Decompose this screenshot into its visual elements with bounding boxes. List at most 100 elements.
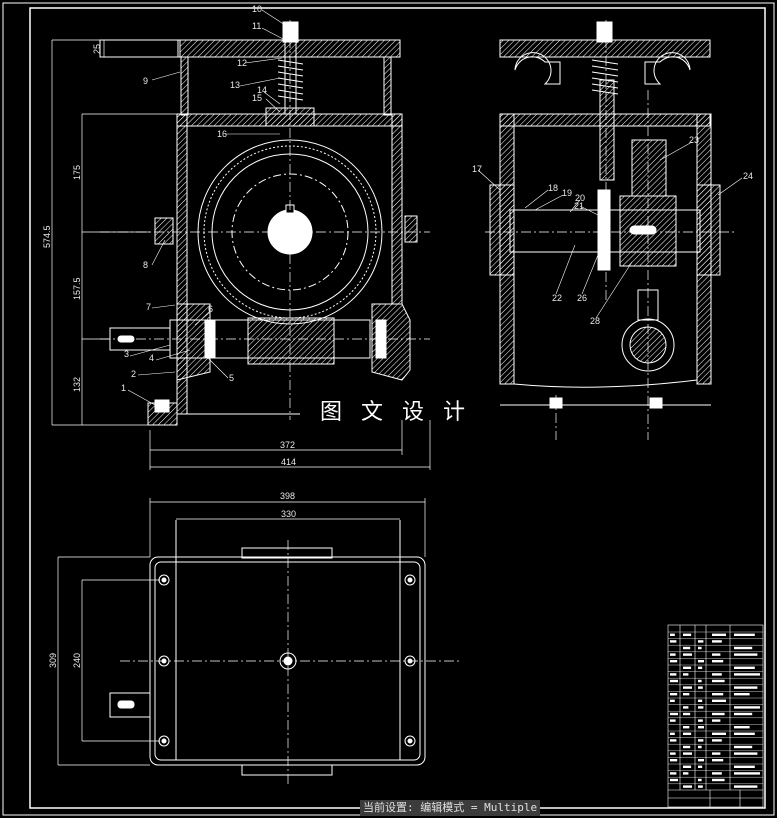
- title-block-entry: [734, 765, 755, 768]
- side-center-lines: [485, 20, 735, 440]
- dim-132: 132: [72, 377, 82, 392]
- title-block-entry: [712, 712, 725, 716]
- title-block-entry: [698, 778, 702, 782]
- dim-398: 398: [280, 491, 295, 501]
- title-block-entry: [698, 785, 703, 788]
- title-block-entry: [683, 693, 690, 696]
- title-block-entry: [670, 772, 677, 775]
- title-block-entry: [670, 719, 676, 722]
- title-block-entry: [712, 633, 726, 636]
- title-block-entry: [712, 719, 721, 722]
- title-block-entry: [712, 699, 726, 702]
- part-label-22: 22: [552, 293, 562, 303]
- part-label-11: 11: [252, 21, 261, 31]
- dim-25: 25: [92, 44, 102, 54]
- part-label-6: 6: [208, 304, 213, 314]
- part-label-14: 14: [257, 85, 267, 95]
- title-block-entry: [698, 719, 703, 722]
- title-block-entry: [670, 712, 678, 716]
- title-block-entry: [670, 778, 678, 782]
- title-block-entry: [734, 666, 755, 669]
- part-label-21: 21: [574, 201, 584, 211]
- dim-240: 240: [72, 653, 82, 668]
- title-block-entry: [683, 732, 692, 735]
- title-block-entry: [734, 646, 753, 650]
- title-block-entry: [670, 640, 677, 643]
- part-label-1: 1: [121, 383, 126, 393]
- title-block-entry: [734, 732, 755, 735]
- title-block-entry: [712, 660, 724, 663]
- title-block-entry: [670, 660, 678, 663]
- title-block-entry: [712, 759, 724, 762]
- title-block-entry: [670, 673, 677, 676]
- title-block-entry: [698, 646, 702, 650]
- title-block-entry: [712, 732, 726, 735]
- dim-309: 309: [48, 653, 58, 668]
- side-view: [489, 21, 721, 409]
- front-dimension-lines: [51, 39, 431, 470]
- title-block-entry: [712, 673, 722, 676]
- part-label-24: 24: [743, 171, 753, 181]
- title-block-entry: [734, 752, 758, 755]
- title-block-entry: [734, 785, 758, 788]
- part-label-17: 17: [472, 164, 482, 174]
- title-block-entry: [670, 732, 675, 735]
- title-block-entry: [683, 686, 692, 689]
- front-view: [99, 21, 418, 426]
- title-block-entry: [734, 653, 758, 656]
- part-label-19: 19: [562, 188, 572, 198]
- leader-lines: [127, 9, 743, 406]
- dim-574-5: 574.5: [42, 225, 52, 248]
- part-label-5: 5: [229, 373, 234, 383]
- dim-414: 414: [281, 457, 296, 467]
- part-label-13: 13: [230, 80, 240, 90]
- title-block-entry: [698, 739, 704, 742]
- title-block-entry: [670, 739, 677, 742]
- title-block-entry: [734, 706, 760, 709]
- title-block-entry: [683, 772, 689, 775]
- title-block-entry: [734, 673, 760, 676]
- title-block-entry: [670, 752, 676, 755]
- status-bar: 当前设置: 编辑模式 = Multiple: [360, 800, 541, 816]
- title-block-entry: [670, 653, 676, 656]
- title-block-entry: [670, 699, 675, 702]
- title-block-entry: [683, 752, 692, 755]
- title-block-fill: [670, 633, 760, 788]
- top-dimension-lines: [57, 498, 426, 766]
- status-mode-value: = Multiple: [470, 801, 538, 814]
- title-block-entry: [698, 640, 704, 643]
- part-label-3: 3: [124, 349, 129, 359]
- title-block-entry: [734, 726, 750, 729]
- title-block-entry: [734, 745, 753, 749]
- part-label-9: 9: [143, 76, 148, 86]
- part-label-16: 16: [217, 129, 227, 139]
- part-label-2: 2: [131, 369, 136, 379]
- title-block-entry: [698, 699, 703, 702]
- title-block-entry: [712, 679, 725, 683]
- title-block-entry: [734, 772, 760, 775]
- title-block-entry: [683, 785, 692, 788]
- title-block-entry: [734, 693, 750, 696]
- title-block-entry: [670, 679, 678, 683]
- title-block-entry: [698, 745, 702, 749]
- title-block-entry: [683, 765, 692, 768]
- title-block-entry: [698, 706, 704, 709]
- part-label-18: 18: [548, 183, 558, 193]
- front-center-lines: [100, 20, 430, 420]
- dim-157-5: 157.5: [72, 277, 82, 300]
- part-label-28: 28: [590, 316, 600, 326]
- part-label-12: 12: [237, 58, 247, 68]
- part-label-7: 7: [146, 302, 151, 312]
- title-block-entry: [698, 765, 703, 768]
- title-block-entry: [683, 666, 692, 669]
- title-block-entry: [712, 778, 725, 782]
- title-block-entry: [698, 726, 704, 729]
- title-block-entry: [712, 772, 722, 775]
- title-block-entry: [712, 752, 721, 755]
- title-block-entry: [683, 706, 689, 709]
- title-block-entry: [698, 666, 703, 669]
- title-block-entry: [698, 679, 702, 683]
- dim-330: 330: [281, 509, 296, 519]
- title-block-entry: [683, 646, 691, 650]
